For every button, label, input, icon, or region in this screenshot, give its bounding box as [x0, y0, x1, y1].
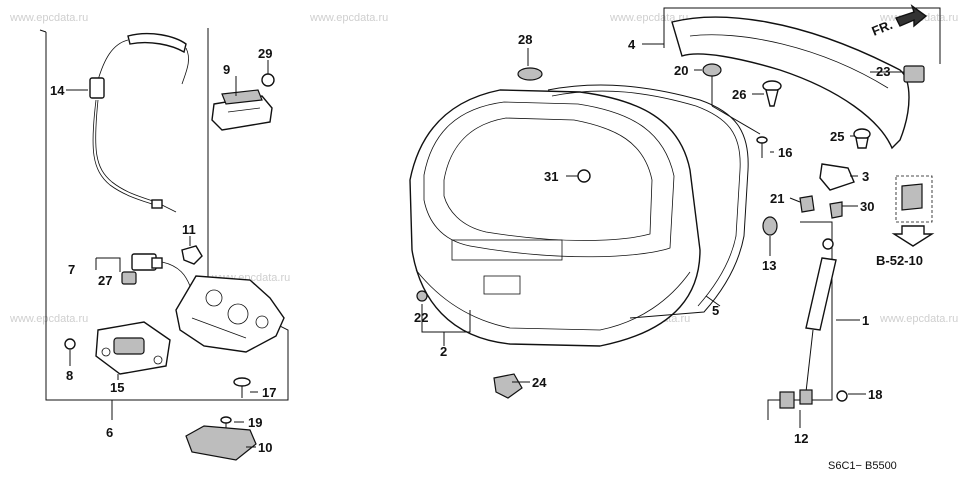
watermark: www.epcdata.ru: [9, 313, 88, 325]
callout-22: 22: [414, 310, 428, 325]
front-direction-label: FR.: [870, 17, 895, 39]
striker-cover-10: [185, 425, 257, 461]
grommet-20: [702, 63, 722, 77]
callout-19: 19: [248, 415, 262, 430]
tailgate-handle-switch: [211, 89, 273, 131]
callout-2: 2: [440, 344, 447, 359]
callout-14: 14: [50, 83, 65, 98]
nut-29: [261, 73, 275, 87]
callout-10: 10: [258, 440, 272, 455]
nut-21: [799, 195, 815, 213]
callout-9: 9: [223, 62, 230, 77]
callout-30: 30: [860, 199, 874, 214]
watermark: www.epcdata.ru: [309, 12, 388, 24]
callout-23: 23: [876, 64, 890, 79]
gas-strut: [767, 221, 837, 420]
connector-7: [121, 253, 191, 287]
callout-25: 25: [830, 129, 844, 144]
watermark: www.epcdata.ru: [609, 12, 688, 24]
diagram-code: S6C1− B5500: [828, 460, 897, 472]
callout-5: 5: [712, 303, 719, 318]
callout-8: 8: [66, 368, 73, 383]
nut-30: [829, 201, 843, 219]
leader-lines: [66, 43, 904, 448]
spoiler-assembly: [663, 7, 941, 150]
callout-15: 15: [110, 380, 124, 395]
nut-22: [416, 290, 428, 302]
latch-actuator: [95, 321, 171, 375]
callout-24: 24: [532, 375, 547, 390]
clip-11: [181, 245, 203, 265]
callout-20: 20: [674, 63, 688, 78]
callout-28: 28: [518, 32, 532, 47]
bolt-16: [756, 136, 768, 158]
watermark: www.epcdata.ru: [879, 313, 958, 325]
cap-25: [853, 128, 871, 149]
callout-18: 18: [868, 387, 882, 402]
grommet-28: [517, 67, 543, 81]
bracket-3: [819, 163, 855, 191]
callout-17: 17: [262, 385, 276, 400]
weatherstrip-5: [547, 84, 749, 319]
tailgate-panel: [409, 89, 701, 347]
callout-16: 16: [778, 145, 792, 160]
callout-21: 21: [770, 191, 784, 206]
callout-27: 27: [98, 273, 112, 288]
clip-31: [577, 169, 591, 183]
callout-7: 7: [68, 262, 75, 277]
callout-13: 13: [762, 258, 776, 273]
callout-26: 26: [732, 87, 746, 102]
opener-cable: [89, 32, 189, 213]
callout-1: 1: [862, 313, 869, 328]
reference-label: B-52-10: [876, 253, 923, 268]
reference-block: [891, 175, 935, 247]
callout-12: 12: [794, 431, 808, 446]
bracket-24: [493, 373, 523, 399]
callout-6: 6: [106, 425, 113, 440]
callout-29: 29: [258, 46, 272, 61]
callout-3: 3: [862, 169, 869, 184]
watermark: www.epcdata.ru: [9, 12, 88, 24]
callout-11: 11: [182, 222, 196, 237]
tailgate-latch: [175, 275, 285, 353]
callout-labels: 14 9 29 11 7 27 8 15 17 19 10 6 4 28 20 …: [50, 17, 923, 472]
front-direction-arrow: [895, 4, 928, 28]
nut-18: [836, 390, 848, 402]
clip-26: [762, 80, 782, 107]
callout-4: 4: [628, 37, 636, 52]
bolt-8: [64, 338, 76, 362]
bumper-13: [762, 216, 778, 236]
bolt-17: [233, 377, 251, 398]
callout-31: 31: [544, 169, 558, 184]
